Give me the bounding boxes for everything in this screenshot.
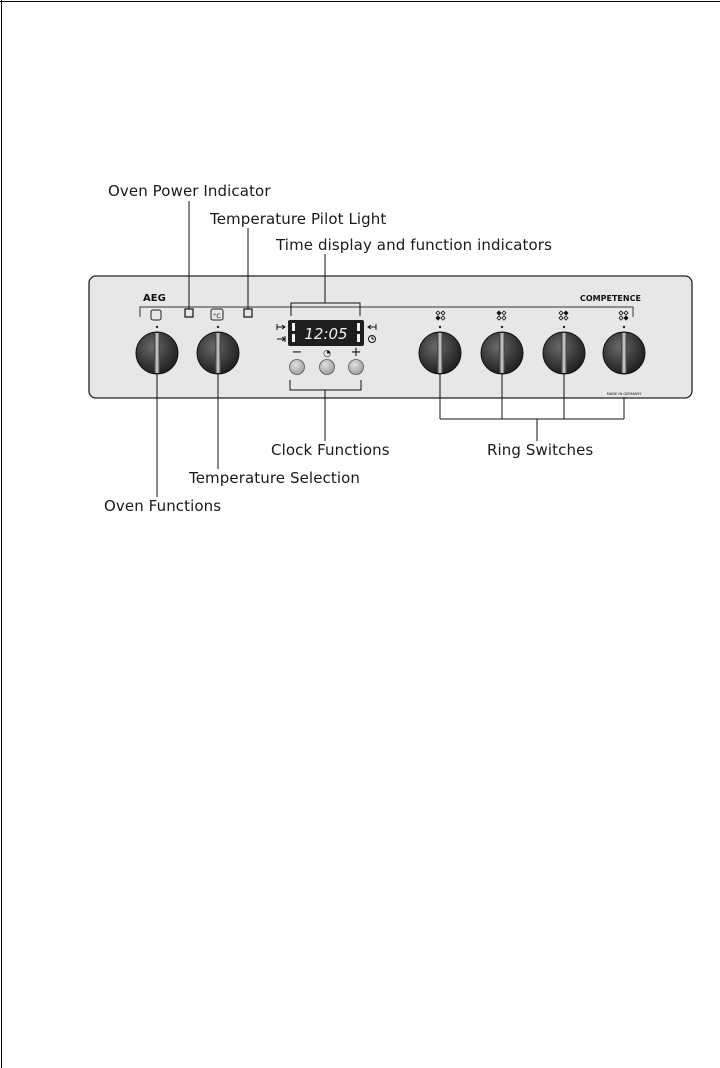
- display-left-indicator-bar-2: [292, 334, 295, 342]
- display-right-indicator-bar-2: [357, 334, 360, 342]
- brand-logo: AEG: [143, 293, 166, 304]
- ring-switch-2-knob[interactable]: [481, 332, 523, 374]
- made-in-label: MADE IN GERMANY: [607, 392, 642, 396]
- clock-button-label: ◔: [323, 349, 331, 359]
- ring-switch-2-marker: [501, 326, 503, 328]
- ring-switch-4-marker: [623, 326, 625, 328]
- temperature-knob[interactable]: [197, 332, 239, 374]
- plus-button[interactable]: [349, 360, 364, 375]
- celsius-symbol: °C: [213, 312, 221, 320]
- display-right-indicator-bar: [357, 323, 360, 331]
- ring-switch-3-knob[interactable]: [543, 332, 585, 374]
- oven-function-marker: [156, 326, 158, 328]
- model-name: COMPETENCE: [580, 294, 641, 303]
- minus-button-label: −: [292, 345, 303, 360]
- plus-button-label: +: [351, 345, 362, 360]
- ring-switch-4-knob[interactable]: [603, 332, 645, 374]
- clock-time-readout: 12:05: [304, 325, 347, 343]
- ring-switch-3-marker: [563, 326, 565, 328]
- oven-function-knob[interactable]: [136, 332, 178, 374]
- temperature-marker: [217, 326, 219, 328]
- minus-button[interactable]: [290, 360, 305, 375]
- display-left-indicator-bar: [292, 323, 295, 331]
- ring-switch-1-knob[interactable]: [419, 332, 461, 374]
- ring-switch-1-marker: [439, 326, 441, 328]
- clock-button[interactable]: [320, 360, 335, 375]
